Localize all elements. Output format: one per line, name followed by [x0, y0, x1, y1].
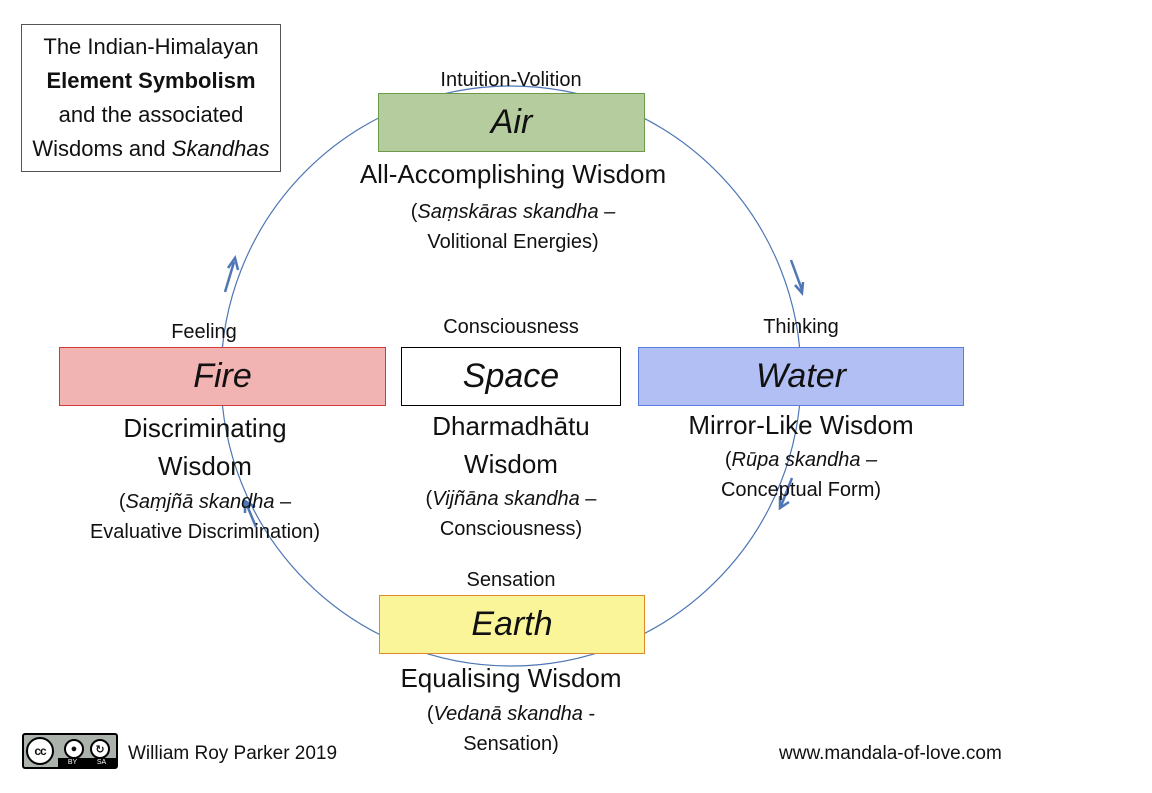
share-alike-icon: ↻ — [90, 739, 110, 759]
earth-skandha-name: Vedanā skandha — [433, 703, 583, 725]
air-skandha-line2: Volitional Energies) — [427, 231, 599, 253]
water-skandha-dash: – — [860, 449, 878, 471]
earth-skandha: (Vedanā skandha - Sensation) — [391, 699, 631, 759]
air-skandha-dash: – — [598, 201, 616, 223]
fire-name: Fire — [193, 357, 252, 395]
arrow-top-left — [223, 255, 240, 293]
space-wisdom-line1: Dharmadhātu — [432, 411, 590, 441]
water-skandha-name: Rūpa skandha — [731, 449, 861, 471]
water-box: Water — [638, 347, 964, 406]
air-skandha: (Saṃskāras skandha – Volitional Energies… — [361, 197, 665, 257]
title-line-4: Wisdoms and Skandhas — [32, 132, 269, 166]
space-skandha-dash: – — [579, 488, 597, 510]
fire-wisdom-line1: Discriminating — [123, 413, 287, 443]
cc-sa-label: SA — [96, 759, 107, 766]
earth-skandha-dash: - — [582, 703, 596, 725]
earth-label-above: Sensation — [466, 569, 556, 591]
title-line-4b: Skandhas — [171, 136, 270, 161]
title-line-4a: Wisdoms and — [32, 136, 172, 161]
space-name: Space — [462, 357, 560, 395]
cc-by-sa-icon[interactable]: cc ● ↻ BY SA — [22, 733, 118, 769]
title-line-2: Element Symbolism — [46, 64, 255, 98]
air-skandha-line1: (Saṃskāras skandha – — [410, 201, 616, 223]
space-wisdom-line2: Wisdom — [464, 449, 558, 479]
fire-skandha: (Saṃjñā skandha – Evaluative Discriminat… — [65, 487, 345, 547]
earth-skandha-line2: Sensation) — [463, 733, 559, 755]
water-name: Water — [755, 357, 847, 395]
title-line-1: The Indian-Himalayan — [43, 34, 259, 59]
earth-box: Earth — [379, 595, 645, 654]
cc-circle-icon: cc — [26, 737, 54, 765]
fire-skandha-line1: (Saṃjñā skandha – — [118, 491, 292, 513]
fire-skandha-dash: – — [274, 491, 292, 513]
water-label-above: Thinking — [763, 316, 839, 338]
space-label-above: Consciousness — [443, 316, 579, 338]
air-box: Air — [378, 93, 645, 152]
space-skandha-line1: (Vijñāna skandha – — [425, 488, 597, 510]
space-box: Space — [401, 347, 621, 406]
author-credit: William Roy Parker 2019 — [128, 743, 338, 764]
person-icon: ● — [64, 739, 84, 759]
fire-label-above: Feeling — [171, 321, 237, 343]
cc-strip: BY SA — [58, 758, 116, 767]
fire-wisdom-line2: Wisdom — [158, 451, 252, 481]
air-name: Air — [490, 103, 533, 141]
air-skandha-name: Saṃskāras skandha — [417, 201, 599, 223]
water-wisdom: Mirror-Like Wisdom — [688, 410, 914, 440]
water-skandha: (Rūpa skandha – Conceptual Form) — [681, 445, 921, 505]
title-bold: Element Symbolism — [46, 68, 256, 93]
space-skandha: (Vijñāna skandha – Consciousness) — [386, 484, 636, 544]
water-skandha-line2: Conceptual Form) — [720, 479, 882, 501]
air-label-above: Intuition-Volition — [440, 69, 582, 91]
website-link[interactable]: www.mandala-of-love.com — [779, 743, 1002, 764]
arrow-top-right — [789, 259, 805, 297]
water-skandha-line1: (Rūpa skandha – — [724, 449, 878, 471]
earth-wisdom: Equalising Wisdom — [400, 663, 622, 693]
earth-name: Earth — [471, 605, 553, 643]
space-skandha-line2: Consciousness) — [439, 518, 583, 540]
space-wisdom: Dharmadhātu Wisdom — [391, 407, 631, 483]
fire-wisdom: Discriminating Wisdom — [85, 409, 325, 485]
space-skandha-name: Vijñāna skandha — [432, 488, 580, 510]
fire-skandha-line2: Evaluative Discrimination) — [89, 521, 321, 543]
fire-skandha-name: Saṃjñā skandha — [125, 491, 275, 513]
cc-by-label: BY — [67, 759, 78, 766]
earth-skandha-line1: (Vedanā skandha - — [426, 703, 596, 725]
air-wisdom: All-Accomplishing Wisdom — [359, 159, 667, 189]
fire-box: Fire — [59, 347, 386, 406]
title-box: The Indian-Himalayan Element Symbolism a… — [21, 24, 281, 172]
title-line-3: and the associated — [58, 102, 244, 127]
